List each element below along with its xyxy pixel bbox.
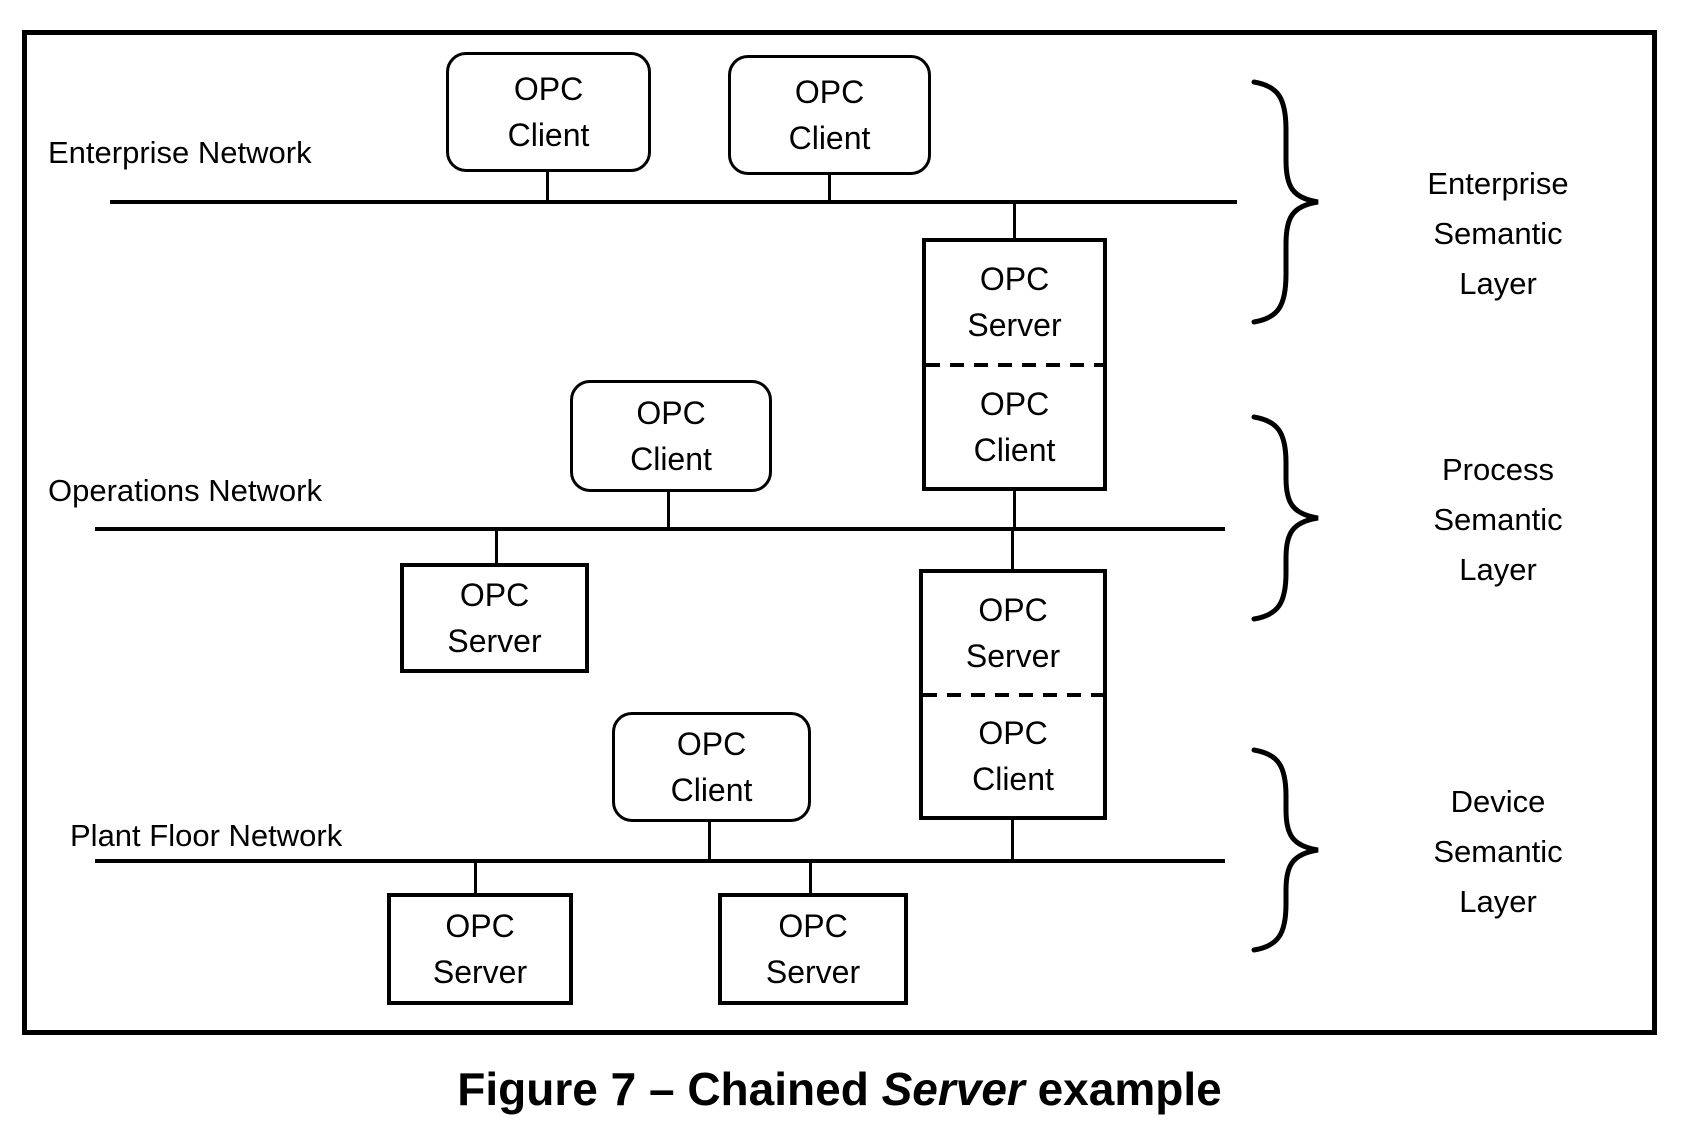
box-label: OPC bbox=[513, 71, 584, 107]
connector-line bbox=[828, 171, 831, 202]
box-label: Client bbox=[670, 772, 753, 808]
connector-line bbox=[667, 490, 670, 531]
box-label: OPC bbox=[676, 726, 747, 762]
layer-label-line: Process bbox=[1442, 452, 1554, 487]
box-label: OPC bbox=[636, 395, 706, 431]
dashed-divider bbox=[926, 362, 1103, 367]
connector-line bbox=[546, 170, 549, 202]
diagram-border bbox=[22, 30, 1657, 1035]
operations-network-line bbox=[95, 527, 1225, 531]
opc-server-box-operations: OPC Server bbox=[400, 563, 589, 673]
box-label: Client bbox=[788, 120, 871, 156]
connector-line bbox=[708, 820, 711, 863]
opc-client-box-enterprise-1: OPC Client bbox=[446, 52, 651, 172]
layer-label-line: Device bbox=[1450, 784, 1546, 819]
box-label: Server bbox=[965, 637, 1061, 674]
layer-label-line: Layer bbox=[1459, 266, 1537, 301]
layer-label-line: Semantic bbox=[1433, 502, 1563, 537]
box-label: OPC bbox=[794, 74, 865, 110]
box-label: OPC bbox=[978, 591, 1048, 628]
box-label: OPC bbox=[979, 261, 1050, 298]
enterprise-network-label: Enterprise Network bbox=[48, 135, 312, 170]
chained-server-client-box-process: OPC Server OPC Client bbox=[919, 569, 1107, 820]
box-label: OPC bbox=[445, 908, 515, 944]
connector-line bbox=[474, 859, 477, 895]
connector-line bbox=[1013, 200, 1016, 240]
opc-client-box-enterprise-2: OPC Client bbox=[728, 55, 931, 175]
chained-server-client-box-enterprise: OPC Server OPC Client bbox=[922, 238, 1107, 491]
brace-device-layer bbox=[1251, 747, 1319, 953]
box-label: Server bbox=[765, 954, 861, 990]
chained-client-half: OPC Client bbox=[923, 697, 1103, 817]
plant-floor-network-label: Plant Floor Network bbox=[70, 818, 343, 853]
box-label: Client bbox=[630, 441, 712, 477]
box-label: OPC bbox=[778, 908, 848, 944]
box-label: OPC bbox=[459, 577, 530, 613]
layer-label-line: Semantic bbox=[1433, 216, 1563, 251]
connector-line bbox=[809, 859, 812, 895]
enterprise-semantic-layer-label: Enterprise Semantic Layer bbox=[1338, 159, 1658, 309]
opc-client-box-operations: OPC Client bbox=[570, 380, 772, 492]
figure-caption: Figure 7 – Chained Server example bbox=[22, 1062, 1657, 1116]
layer-label-line: Layer bbox=[1459, 552, 1537, 587]
operations-network-label: Operations Network bbox=[48, 473, 322, 508]
layer-label-line: Semantic bbox=[1433, 834, 1563, 869]
box-label: Server bbox=[432, 954, 528, 990]
chained-client-half: OPC Client bbox=[926, 367, 1103, 488]
plant-floor-network-line bbox=[95, 859, 1225, 863]
opc-server-box-plant-floor-1: OPC Server bbox=[387, 893, 573, 1005]
dashed-divider bbox=[923, 692, 1103, 697]
process-semantic-layer-label: Process Semantic Layer bbox=[1338, 445, 1658, 595]
box-label: Client bbox=[972, 761, 1054, 798]
connector-line bbox=[1011, 527, 1014, 571]
caption-prefix: Figure 7 – Chained bbox=[457, 1063, 882, 1115]
box-label: OPC bbox=[978, 715, 1048, 752]
chained-server-half: OPC Server bbox=[923, 573, 1103, 693]
box-label: OPC bbox=[979, 385, 1050, 422]
layer-label-line: Layer bbox=[1459, 884, 1537, 919]
connector-line bbox=[495, 527, 498, 565]
box-label: Server bbox=[967, 307, 1062, 344]
brace-process-layer bbox=[1251, 414, 1319, 622]
opc-server-box-plant-floor-2: OPC Server bbox=[718, 893, 908, 1005]
brace-enterprise-layer bbox=[1251, 79, 1319, 325]
caption-suffix: example bbox=[1024, 1063, 1222, 1115]
enterprise-network-line bbox=[110, 200, 1237, 204]
box-label: Server bbox=[447, 623, 542, 659]
box-label: Client bbox=[507, 117, 590, 153]
device-semantic-layer-label: Device Semantic Layer bbox=[1338, 777, 1658, 927]
box-label: Client bbox=[973, 431, 1056, 468]
connector-line bbox=[1011, 818, 1014, 863]
chained-server-half: OPC Server bbox=[926, 242, 1103, 363]
opc-client-box-plant-floor: OPC Client bbox=[612, 712, 811, 822]
caption-emphasized-word: Server bbox=[881, 1063, 1025, 1115]
layer-label-line: Enterprise bbox=[1427, 166, 1569, 201]
connector-line bbox=[1013, 489, 1016, 531]
